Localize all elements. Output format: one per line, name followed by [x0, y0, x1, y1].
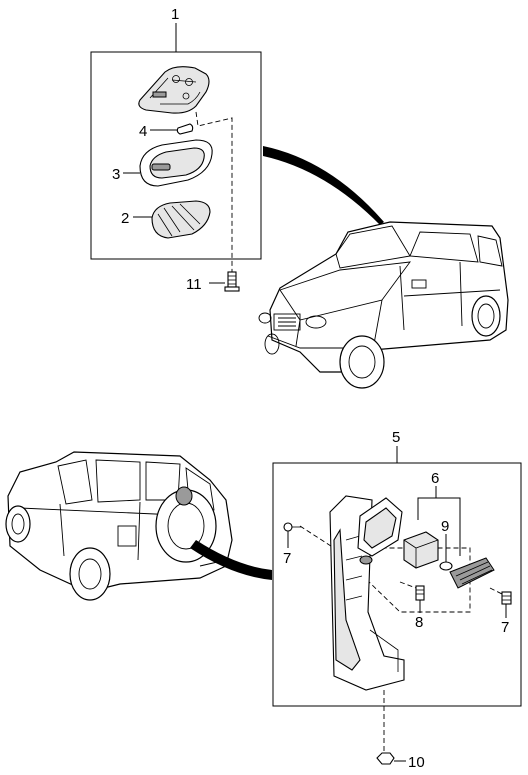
room-lamp-assembly: 1 4 3 2 11: [90, 6, 262, 293]
lamp-lens: [133, 200, 211, 239]
callout-7-left: 7: [283, 550, 291, 567]
callout-9: 9: [441, 518, 449, 535]
callout-10: 10: [408, 754, 425, 771]
vehicle-rear-view: [5, 451, 233, 601]
vehicle-front-view: [258, 221, 509, 389]
callout-5: 5: [392, 429, 400, 446]
lamp-housing: [138, 66, 210, 114]
lamp-bracket: [329, 495, 405, 691]
license-bulb: [439, 534, 453, 571]
license-lamp-pointer-arrow: [190, 540, 272, 580]
callout-1: 1: [171, 6, 179, 23]
license-lens: [449, 557, 495, 589]
roof-pointer-arrow: [263, 146, 384, 225]
bulb: [150, 123, 194, 135]
screw-7-left: [283, 522, 302, 548]
callout-7-right: 7: [501, 619, 509, 636]
callout-8: 8: [415, 614, 423, 631]
callout-4: 4: [139, 123, 147, 140]
lamp-body: [403, 486, 461, 569]
screw-11: [209, 271, 240, 292]
nut-10: [376, 690, 406, 765]
lamp-socket: [357, 497, 403, 565]
assembly-line: [195, 111, 233, 275]
callout-3: 3: [112, 166, 120, 183]
callout-2: 2: [121, 210, 129, 227]
screw-7-right: [489, 587, 512, 618]
license-lamp-assembly: 5 6 9 7 8 7 10: [272, 429, 522, 771]
lens-frame: [123, 139, 213, 187]
callout-11: 11: [186, 276, 202, 293]
screw-8: [399, 581, 425, 613]
callout-6: 6: [431, 470, 439, 487]
